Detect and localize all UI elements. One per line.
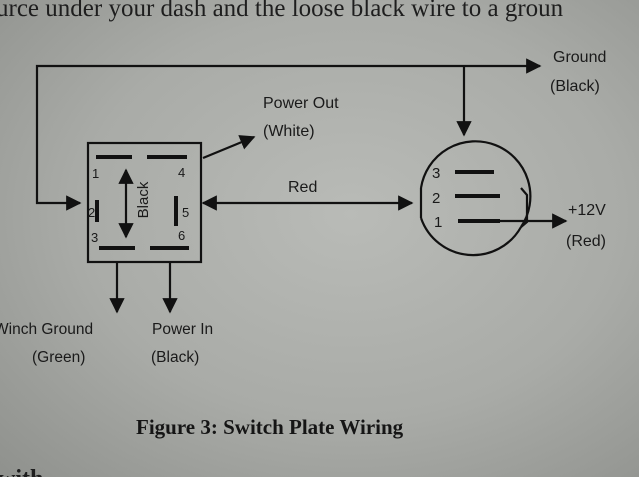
- switch-pin-1: 1: [92, 166, 99, 181]
- red-wire-label: Red: [288, 179, 317, 196]
- ground-label: Ground: [553, 49, 606, 66]
- winch-ground-label: Winch Ground: [0, 321, 93, 338]
- switch-pin-4: 4: [178, 165, 185, 180]
- power-out-color-label: (White): [263, 123, 315, 140]
- switch-center-label: Black: [135, 181, 152, 218]
- switch-pin-2: 2: [88, 205, 95, 220]
- connector-pin-1: 1: [434, 214, 442, 231]
- switch-plate: Black 1 2 3 4 5 6: [86, 141, 203, 264]
- plus12v-color-label: (Red): [566, 233, 606, 250]
- switch-pin-5: 5: [182, 205, 189, 220]
- plus12v-label: +12V: [568, 202, 606, 219]
- power-out-arrow: [202, 135, 256, 160]
- figure-caption: Figure 3: Switch Plate Wiring: [136, 415, 404, 439]
- round-connector: 3 2 1: [419, 140, 532, 257]
- winch-ground-color-label: (Green): [32, 349, 85, 366]
- connector-pin-3: 3: [432, 165, 440, 182]
- connector-pin-2: 2: [432, 190, 440, 207]
- switch-pin-3: 3: [91, 230, 98, 245]
- footer-text: with: [0, 466, 43, 477]
- switch-pin-6: 6: [178, 228, 185, 243]
- power-out-label: Power Out: [263, 95, 339, 112]
- header-text: urce under your dash and the loose black…: [0, 0, 564, 22]
- ground-color-label: (Black): [550, 78, 600, 95]
- power-in-label: Power In: [152, 321, 213, 338]
- power-in-color-label: (Black): [151, 349, 199, 366]
- ground-wire: [35, 58, 542, 211]
